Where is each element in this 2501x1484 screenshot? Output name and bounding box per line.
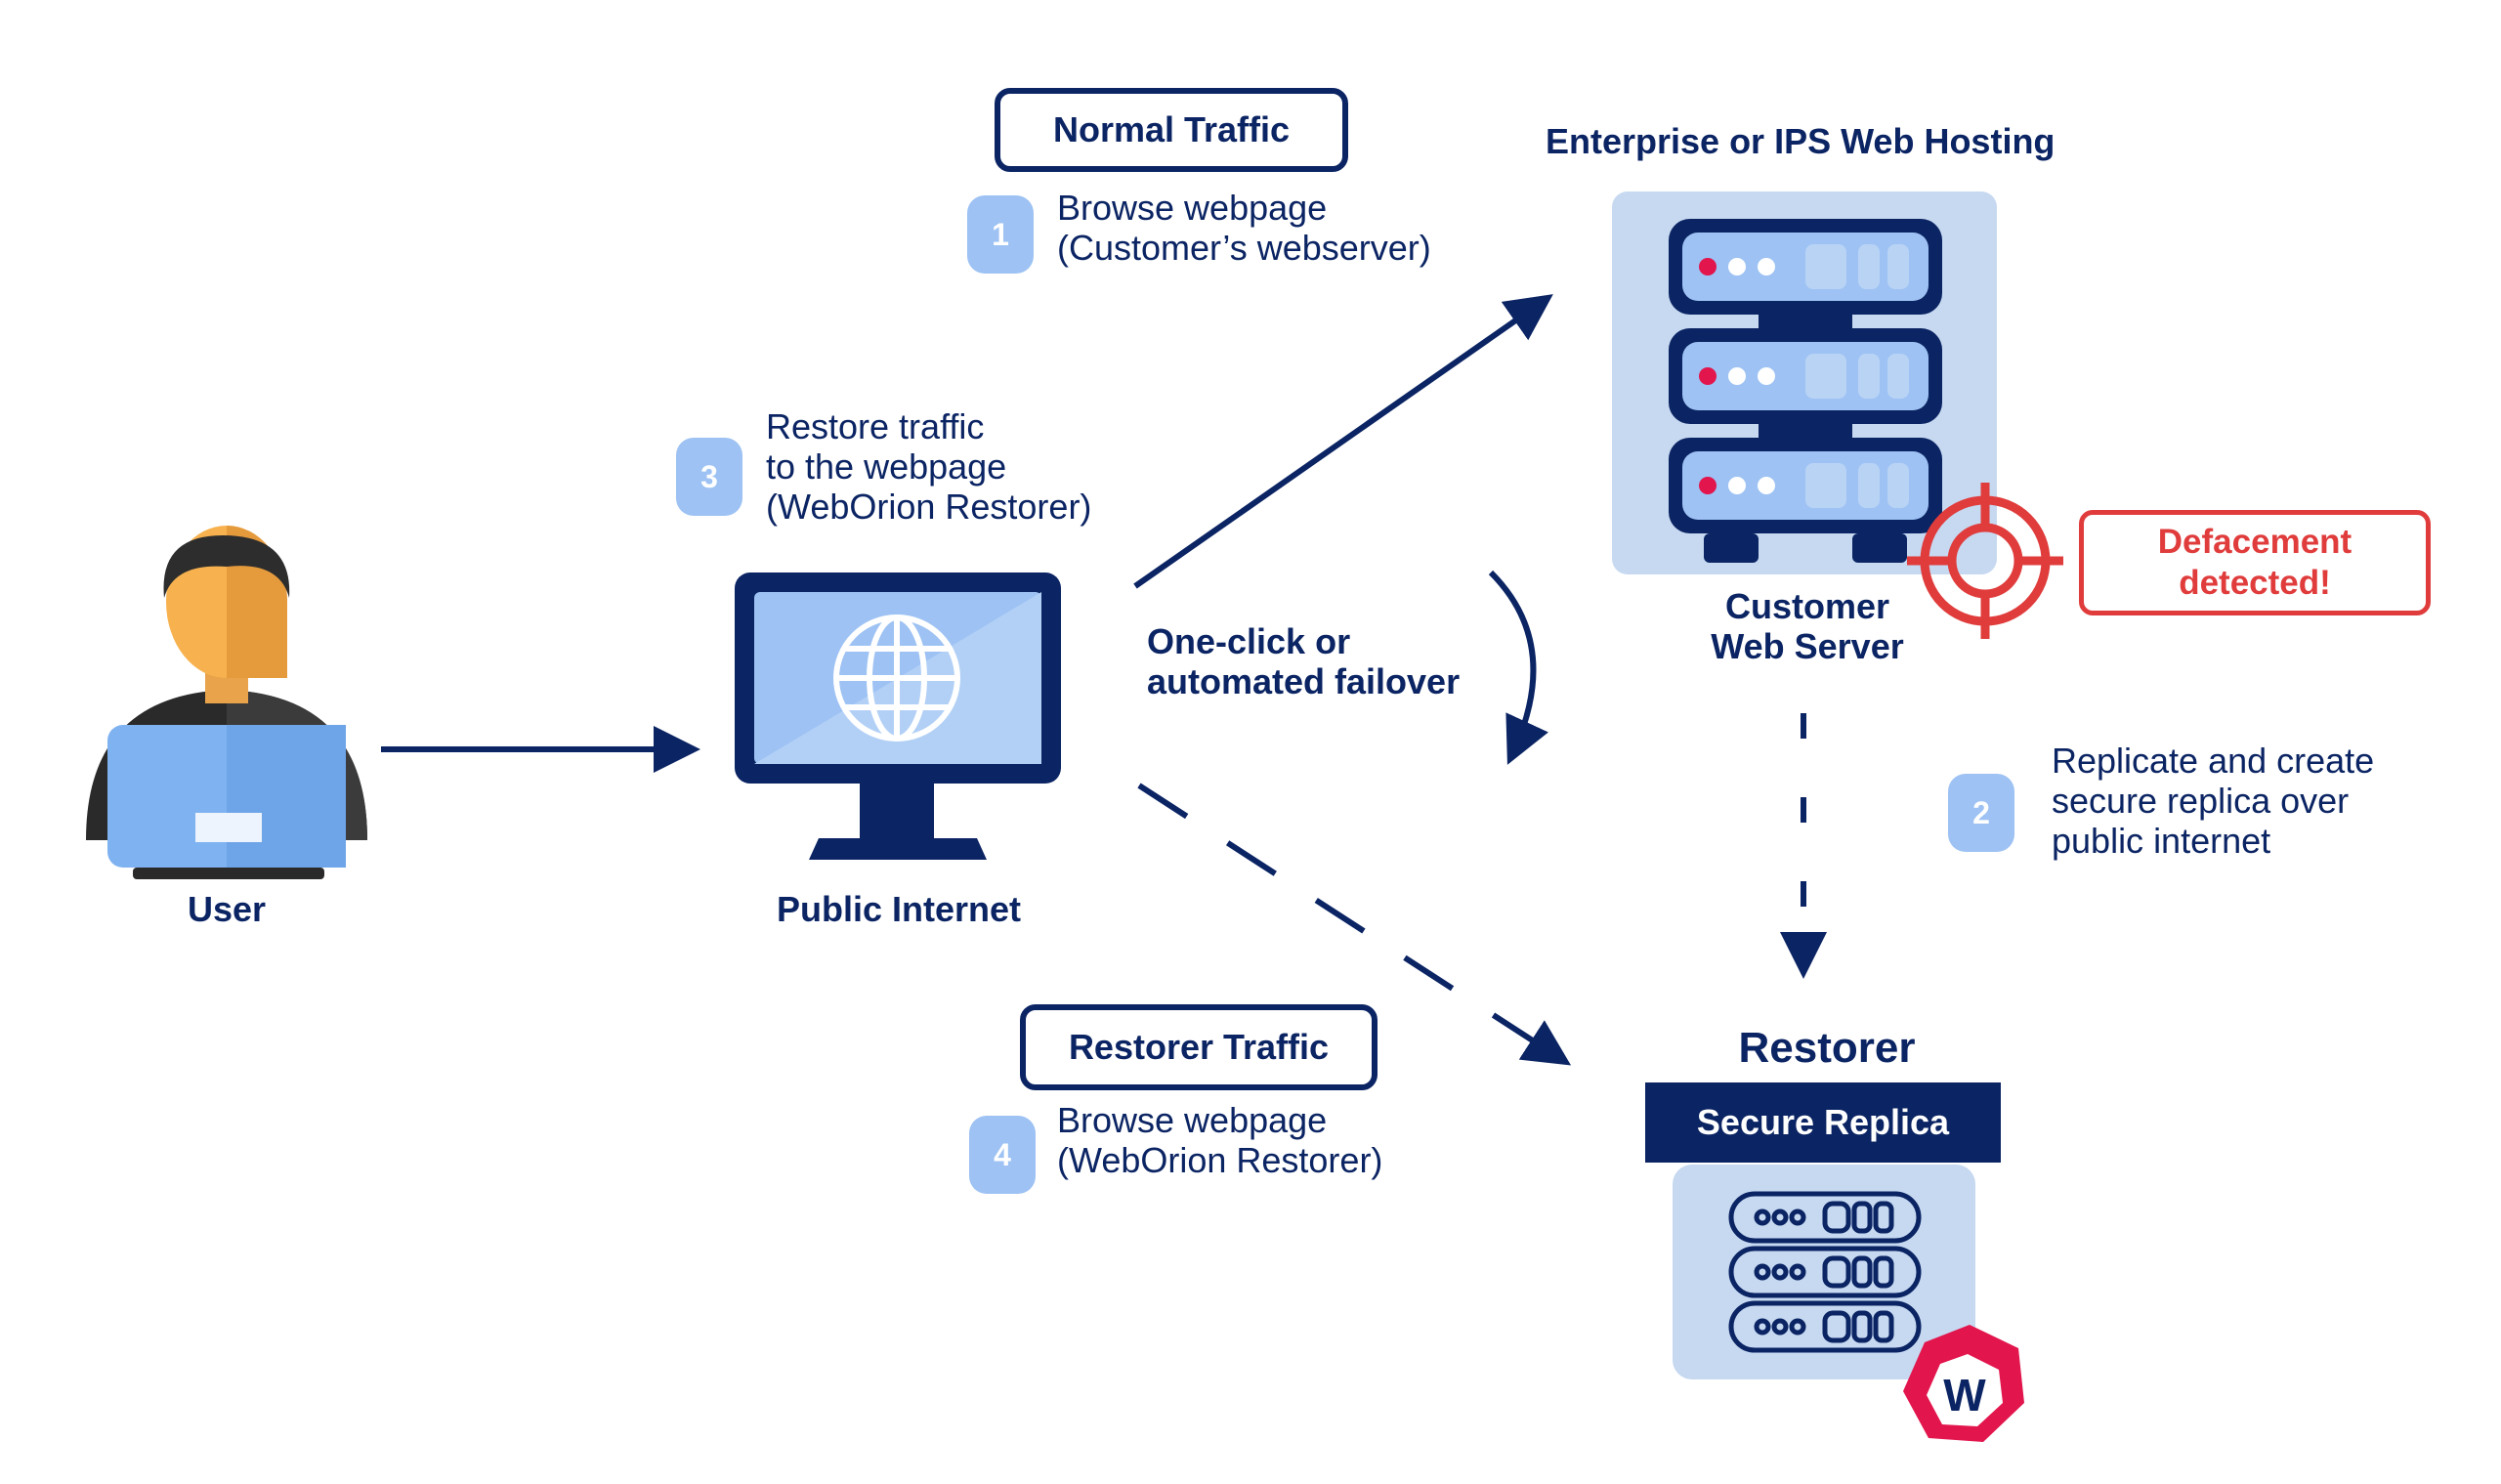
user-label: User (187, 889, 267, 929)
secure-replica-banner: Secure Replica (1645, 1082, 2001, 1163)
weborion-logo-icon: W (1903, 1325, 2024, 1442)
step-4-line-2: (WebOrion Restorer) (1057, 1140, 1383, 1181)
customer-web-server-line-1: Customer (1724, 586, 1890, 626)
customer-web-server-line-2: Web Server (1711, 626, 1904, 667)
enterprise-hosting-title: Enterprise or IPS Web Hosting (1546, 121, 2056, 161)
step-1-description: Browse webpage (Customer’s webserver) (1057, 188, 1431, 268)
step-2-line-1: Replicate and create (2052, 741, 2375, 781)
customer-web-server-label: Customer Web Server (1661, 586, 1954, 666)
step-1-number: 1 (992, 216, 1009, 252)
failover-label: One-click or automated failover (1147, 621, 1460, 701)
replica-server-icon (1673, 1165, 1975, 1379)
restorer-traffic-label: Restorer Traffic (1020, 1004, 1378, 1090)
step-3-line-1: Restore traffic (766, 406, 985, 446)
failover-line-1: One-click or (1147, 621, 1351, 661)
step-1-line-1: Browse webpage (1057, 188, 1328, 228)
step-4-number: 4 (994, 1136, 1011, 1172)
step-4-badge: 4 (969, 1116, 1036, 1194)
defacement-alert: Defacement detected! (2079, 510, 2431, 615)
internet-to-restorer-arrow (1137, 783, 1572, 1066)
step-4-description: Browse webpage (WebOrion Restorer) (1057, 1100, 1382, 1180)
normal-traffic-label: Normal Traffic (995, 88, 1348, 172)
step-2-badge: 2 (1948, 774, 2014, 852)
step-3-badge: 3 (676, 438, 742, 516)
restorer-title: Restorer (1738, 1024, 1916, 1072)
secure-replica-text: Secure Replica (1696, 1102, 1950, 1142)
step-2-line-2: secure replica over (2052, 781, 2350, 822)
step-3-line-2: to the webpage (766, 446, 1007, 488)
step-4-line-1: Browse webpage (1057, 1100, 1328, 1140)
step-3-line-3: (WebOrion Restorer) (766, 487, 1092, 528)
normal-traffic-text: Normal Traffic (1052, 109, 1291, 149)
target-icon (1907, 483, 2063, 639)
defacement-line-1: Defacement (2157, 523, 2353, 561)
step-2-description: Replicate and create secure replica over… (2052, 741, 2374, 861)
step-2-line-3: public internet (2052, 821, 2271, 862)
globe-monitor-icon (735, 572, 1061, 860)
defacement-line-2: detected! (2179, 564, 2331, 602)
logo-letter: W (1943, 1370, 1986, 1420)
step-2-number: 2 (1972, 794, 1990, 830)
user-laptop-icon (86, 526, 367, 879)
step-1-badge: 1 (967, 195, 1034, 274)
internet-to-server-arrow (1133, 294, 1553, 589)
step-3-number: 3 (700, 458, 718, 494)
server-rack-icon (1612, 191, 1997, 574)
failover-curve-arrow (1488, 570, 1548, 765)
failover-line-2: automated failover (1147, 661, 1461, 702)
step-1-line-2: (Customer’s webserver) (1057, 228, 1431, 269)
step-3-description: Restore traffic to the webpage (WebOrion… (766, 406, 1091, 527)
public-internet-label: Public Internet (776, 889, 1022, 929)
restorer-traffic-text: Restorer Traffic (1068, 1027, 1330, 1067)
